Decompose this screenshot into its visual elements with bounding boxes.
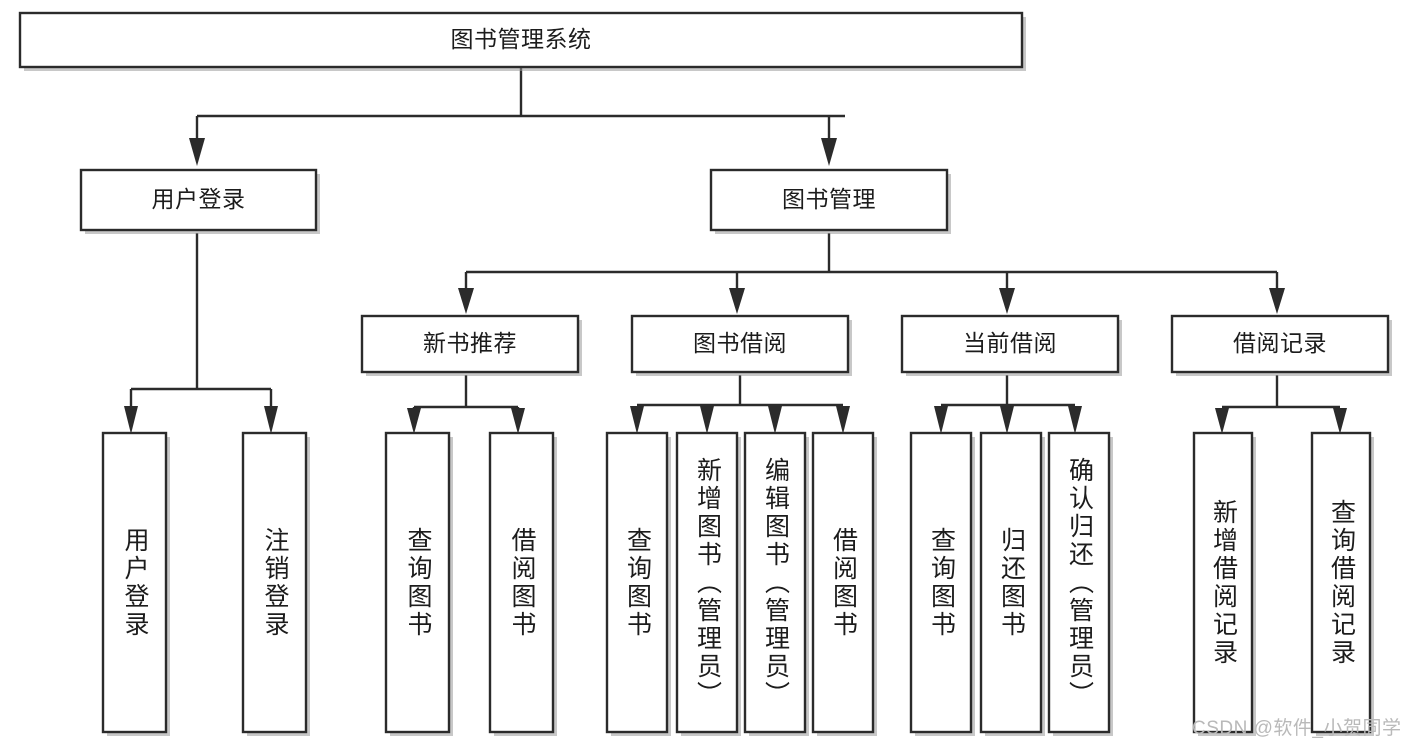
- node-box-leaf-user-logout[interactable]: [241, 431, 308, 734]
- node-box-leaf-add-record[interactable]: [1192, 431, 1254, 734]
- arrow-br-to-query-record: [1333, 408, 1347, 434]
- node-box-leaf-query-book-1[interactable]: [384, 431, 451, 734]
- node-box-current-borrow[interactable]: [900, 314, 1120, 374]
- node-box-leaf-confirm-return[interactable]: [1047, 431, 1111, 734]
- arrow-cb-to-query-book: [934, 406, 948, 434]
- arrow-root-to-book-management: [821, 138, 837, 166]
- node-box-new-book-recommend[interactable]: [360, 314, 580, 374]
- node-box-leaf-query-record[interactable]: [1310, 431, 1372, 734]
- arrow-user-to-logout: [264, 406, 278, 434]
- arrow-cb-to-return-book: [1000, 406, 1014, 434]
- connector-group-user-login: [124, 233, 278, 434]
- connector-group-current-borrow: [934, 375, 1082, 434]
- connector-group-book-management: [458, 233, 1285, 314]
- node-box-book-management[interactable]: [709, 168, 949, 232]
- arrow-br-to-add-record: [1215, 408, 1229, 434]
- connector-group-book-borrow: [630, 375, 850, 434]
- arrow-bb-to-edit-book: [768, 406, 782, 434]
- arrow-bb-to-query-book: [630, 406, 644, 434]
- node-box-leaf-borrow-book-2[interactable]: [811, 431, 875, 734]
- node-box-leaf-return-book[interactable]: [979, 431, 1043, 734]
- csdn-watermark: CSDN @软件_小贺同学: [1192, 718, 1402, 739]
- connector-group-borrow-record: [1215, 375, 1347, 434]
- node-box-leaf-edit-book[interactable]: [743, 431, 807, 734]
- arrow-bm-to-new-book: [458, 288, 474, 314]
- node-box-leaf-user-login[interactable]: [101, 431, 168, 734]
- arrow-bm-to-current-borrow: [999, 288, 1015, 314]
- connector-group-new-book: [407, 375, 525, 434]
- arrow-nb-to-borrow-book: [511, 408, 525, 434]
- arrow-bm-to-borrow-record: [1269, 288, 1285, 314]
- arrow-bb-to-borrow-book: [836, 406, 850, 434]
- node-box-book-borrow[interactable]: [630, 314, 850, 374]
- node-box-user-login[interactable]: [79, 168, 318, 232]
- node-box-leaf-query-book-2[interactable]: [605, 431, 669, 734]
- arrow-user-to-login: [124, 406, 138, 434]
- node-box-leaf-borrow-book-1[interactable]: [488, 431, 555, 734]
- node-box-root[interactable]: [18, 11, 1024, 69]
- connector-group-root: [189, 68, 845, 166]
- arrow-nb-to-query-book: [407, 408, 421, 434]
- node-box-leaf-add-book[interactable]: [675, 431, 739, 734]
- arrow-root-to-user-login: [189, 138, 205, 166]
- arrow-bb-to-add-book: [700, 406, 714, 434]
- arrow-cb-to-confirm-return: [1068, 406, 1082, 434]
- node-box-borrow-record[interactable]: [1170, 314, 1390, 374]
- node-box-leaf-query-book-3[interactable]: [909, 431, 973, 734]
- arrow-bm-to-book-borrow: [729, 288, 745, 314]
